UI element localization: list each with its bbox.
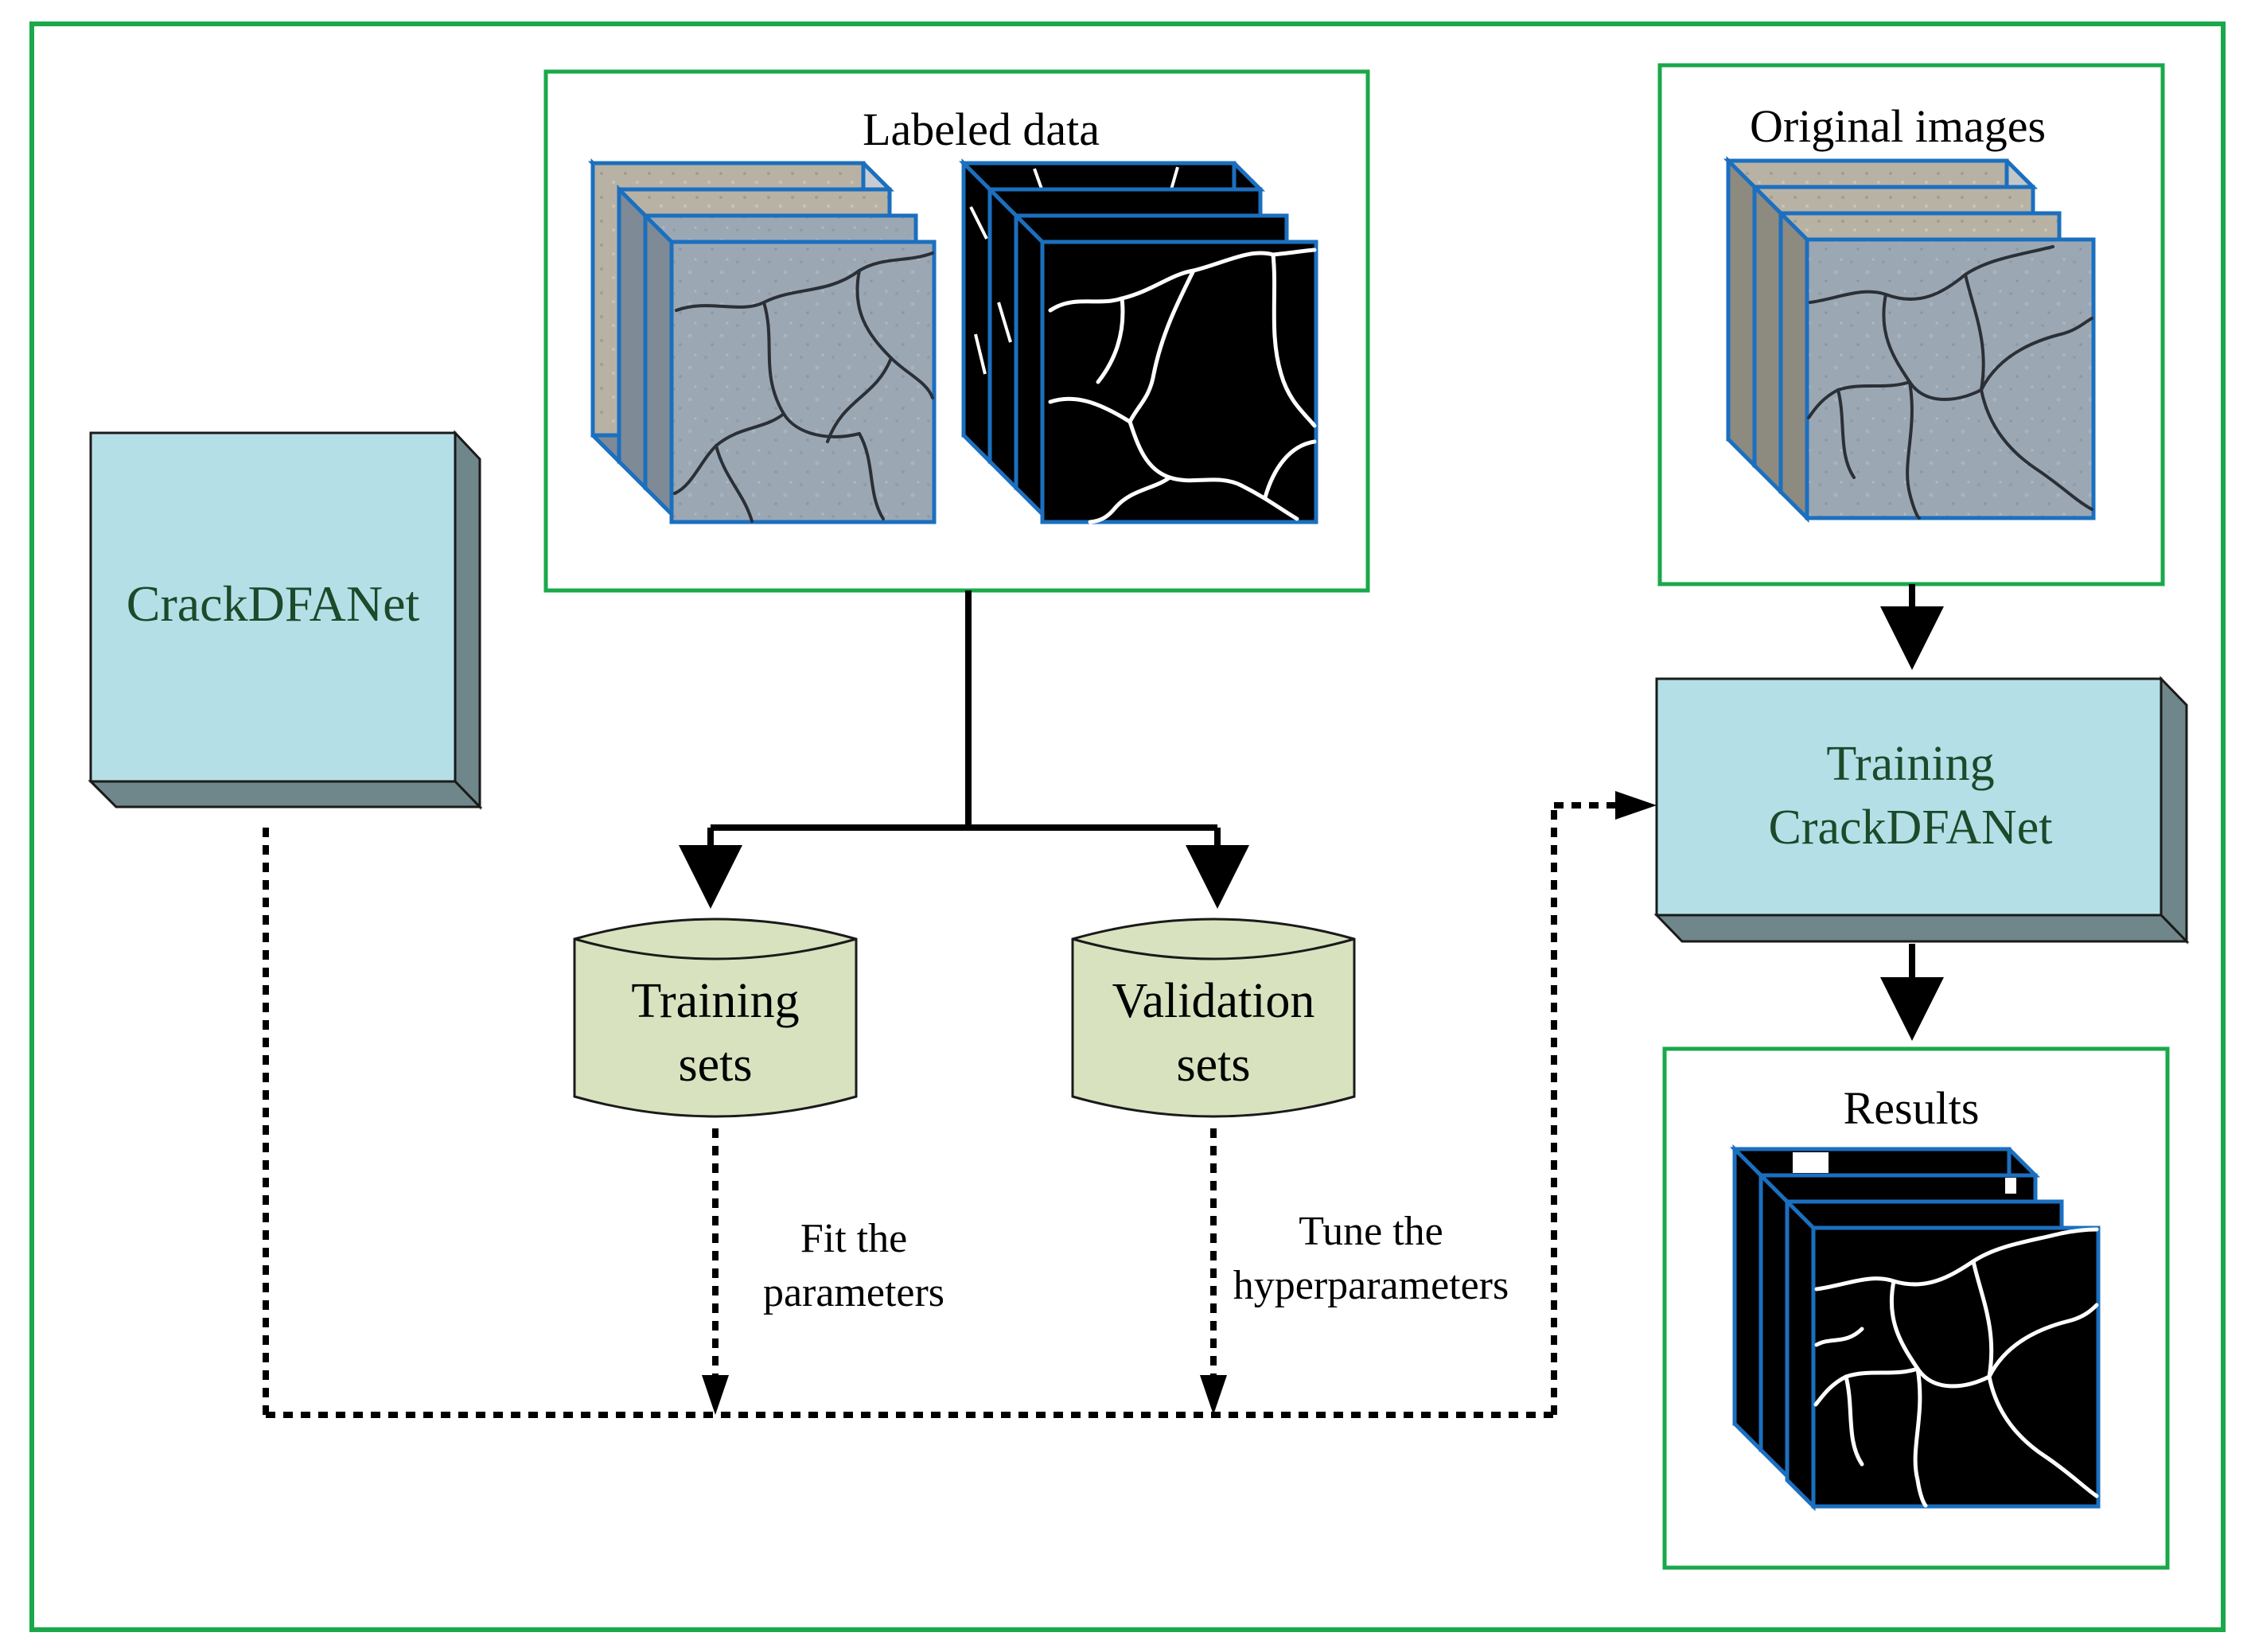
training-block-front-face: [1655, 677, 2163, 917]
validation-sets-database-icon: Validation sets: [1071, 918, 1356, 1118]
original-layer-front: [1778, 208, 2096, 524]
to-training-block-arrowhead: [1615, 791, 1657, 820]
original-images-panel: Original images: [1657, 63, 2165, 586]
validation-sets-label-line2: sets: [1177, 1038, 1251, 1092]
original-images-title: Original images: [1750, 100, 2046, 152]
dotted-arrowheads: [702, 791, 1657, 1415]
crack-mask-stack-icon: [958, 158, 1318, 524]
pavement-image-stack-icon: [587, 158, 937, 524]
mask-layer-front: [1014, 210, 1318, 524]
training-block-bottom-face: [1653, 914, 2190, 943]
training-sets-label-line1: Training: [631, 974, 799, 1028]
labeled-data-title: Labeled data: [863, 103, 1100, 155]
original-crack-lines: [1807, 245, 2093, 520]
pavement-crack-lines: [673, 251, 934, 523]
solid-connectors: [679, 584, 1944, 1041]
results-layer-front: [1785, 1196, 2101, 1512]
results-title: Results: [1844, 1082, 1980, 1134]
validation-sets-label-line1: Validation: [1112, 974, 1315, 1028]
original-image-stack-icon: [1723, 155, 2096, 524]
results-crack-lines: [1813, 1227, 2099, 1508]
mask-crack-lines: [1048, 247, 1317, 524]
tune-arrowhead: [1200, 1375, 1227, 1415]
outer-frame: [29, 21, 2226, 1632]
tune-label-line2: hyperparameters: [1233, 1263, 1509, 1308]
crackdfanet-label: CrackDFANet: [127, 575, 420, 632]
training-sets-label-line2: sets: [679, 1038, 753, 1092]
fit-arrowhead: [702, 1375, 729, 1415]
crackdfanet-block-front-face: [89, 431, 457, 783]
tune-label-line1: Tune the: [1299, 1209, 1443, 1254]
training-crackdfanet-block: Training CrackDFANet: [1653, 676, 2190, 945]
training-block-label-line1: Training: [1826, 737, 1994, 791]
crackdfanet-block: CrackDFANet: [88, 430, 483, 810]
fit-label-line2: parameters: [763, 1270, 944, 1315]
results-panel: Results: [1662, 1046, 2170, 1570]
training-sets-database-icon: Training sets: [573, 918, 858, 1118]
labeled-data-panel: Labeled data: [543, 69, 1370, 593]
dotted-connectors: [263, 802, 1623, 1418]
crackdfanet-block-right-face: [454, 430, 481, 810]
training-block-label-line2: CrackDFANet: [1769, 801, 2053, 855]
results-mask-stack-icon: [1729, 1144, 2101, 1512]
training-block-right-face: [2160, 676, 2188, 945]
fit-label-line1: Fit the: [800, 1216, 907, 1261]
pavement-layer-front: [669, 240, 937, 524]
crackdfanet-block-bottom-face: [88, 780, 483, 808]
